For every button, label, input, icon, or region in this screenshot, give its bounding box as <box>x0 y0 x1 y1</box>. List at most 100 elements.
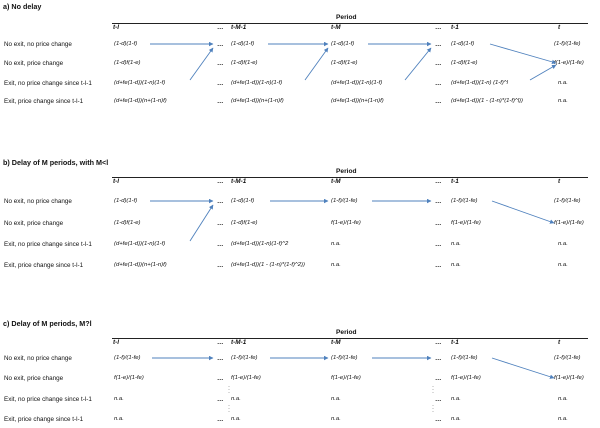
col-header-ellipsis: … <box>217 178 224 185</box>
table-cell: n.a. <box>451 262 461 268</box>
ellipsis-cell: … <box>217 60 224 67</box>
ellipsis-cell: … <box>217 262 224 269</box>
table-cell: n.a. <box>558 262 568 268</box>
ellipsis-cell: … <box>217 41 224 48</box>
col-header-t-M-1: t-M-1 <box>231 178 247 185</box>
table-cell: (d+fe(1-d))(n+(1-n)f) <box>331 98 384 104</box>
section-title: b) Delay of M periods, with M<l <box>3 158 109 167</box>
table-cell: (1-f)/(1-fe) <box>331 355 358 361</box>
vertical-ellipsis: ··· <box>228 403 230 415</box>
table-cell: (1-d)f(1-e) <box>231 220 258 226</box>
table-cell: (1-d)(1-f) <box>231 198 255 204</box>
ellipsis-cell: … <box>435 262 442 269</box>
table-cell: (1-d)(1-f) <box>451 41 475 47</box>
table-cell: n.a. <box>558 241 568 247</box>
table-cell: (1-d)f(1-e) <box>451 60 478 66</box>
arrow-a-diag-1 <box>189 47 214 81</box>
table-cell: (d+fe(1-d))(1-n)(1-f) <box>331 80 383 86</box>
col-header-t-1: t-1 <box>451 178 459 185</box>
table-cell: (d+fe(1-d))(1-n)(1-f) <box>114 80 166 86</box>
table-cell: (1-d)f(1-e) <box>114 220 141 226</box>
table-cell: (d+fe(1-d))(1 - (1-n)*(1-f)^2)) <box>231 262 305 268</box>
table-cell: (d+fe(1-d))(1-n)(1-f) <box>114 241 166 247</box>
col-header-ellipsis: … <box>217 339 224 346</box>
table-cell: (1-d)f(1-e) <box>331 60 358 66</box>
section-title: a) No delay <box>3 2 42 11</box>
arrow-a-diag-2 <box>304 47 329 81</box>
row-label: No exit, price change <box>4 60 64 67</box>
table-cell: f(1-e)/(1-fe) <box>331 220 361 226</box>
ellipsis-cell: … <box>217 80 224 87</box>
col-header-t-l: t-l <box>113 178 120 185</box>
table-cell: f(1-e)/(1-fe) <box>231 375 261 381</box>
ellipsis-cell: … <box>217 375 224 382</box>
row-label: Exit, price change since t-l-1 <box>4 98 84 105</box>
row-label: Exit, no price change since t-l-1 <box>4 80 92 87</box>
ellipsis-cell: … <box>217 198 224 205</box>
header-rule <box>112 338 588 339</box>
ellipsis-cell: … <box>217 396 224 403</box>
col-header-t-l: t-l <box>113 24 120 31</box>
table-cell: n.a. <box>331 416 341 422</box>
col-header-t-1: t-1 <box>451 24 459 31</box>
table-cell: (1-d)f(1-e) <box>231 60 258 66</box>
table-cell: n.a. <box>451 396 461 402</box>
table-cell: (d+fe(1-d))(n+(1-n)f) <box>114 98 167 104</box>
table-cell: f(1-e)/(1-fe) <box>554 220 584 226</box>
table-cell: n.a. <box>558 98 568 104</box>
table-cell: (1-f)/(1-fe) <box>451 355 478 361</box>
col-header-t: t <box>558 24 561 31</box>
ellipsis-cell: … <box>435 60 442 67</box>
row-label: No exit, price change <box>4 375 64 382</box>
table-cell: n.a. <box>558 396 568 402</box>
row-label: No exit, price change <box>4 220 64 227</box>
table-cell: n.a. <box>331 241 341 247</box>
table-cell: (d+fe(1-d))(1-n)(1-f) <box>231 80 283 86</box>
table-cell: n.a. <box>231 396 241 402</box>
ellipsis-cell: … <box>217 241 224 248</box>
table-cell: (1-d)(1-f) <box>114 41 138 47</box>
ellipsis-cell: … <box>217 220 224 227</box>
table-cell: (1-f)/(1-fe) <box>114 355 141 361</box>
table-cell: (d+fe(1-d))(n+(1-n)f) <box>231 98 284 104</box>
table-cell: f(1-e)/(1-fe) <box>554 60 584 66</box>
table-cell: n.a. <box>114 396 124 402</box>
row-label: No exit, no price change <box>4 198 72 205</box>
ellipsis-cell: … <box>435 375 442 382</box>
col-header-t: t <box>558 178 561 185</box>
ellipsis-cell: … <box>435 41 442 48</box>
arrow-b-row0-4 <box>491 200 555 224</box>
row-label: No exit, no price change <box>4 355 72 362</box>
table-cell: f(1-e)/(1-fe) <box>331 375 361 381</box>
vertical-ellipsis: ··· <box>228 384 230 396</box>
table-cell: n.a. <box>331 262 341 268</box>
table-cell: n.a. <box>451 416 461 422</box>
table-cell: f(1-e)/(1-fe) <box>114 375 144 381</box>
table-cell: (1-d)(1-f) <box>114 198 138 204</box>
col-header-t-M: t-M <box>331 339 341 346</box>
table-cell: n.a. <box>231 416 241 422</box>
ellipsis-cell: … <box>435 396 442 403</box>
arrow-b-diag-1 <box>189 204 214 242</box>
table-cell: n.a. <box>558 80 568 86</box>
col-header-ellipsis: … <box>435 24 442 31</box>
ellipsis-cell: … <box>435 80 442 87</box>
table-cell: f(1-e)/(1-fe) <box>554 375 584 381</box>
ellipsis-cell: … <box>217 98 224 105</box>
col-header-t-M: t-M <box>331 24 341 31</box>
col-header-t-M-1: t-M-1 <box>231 339 247 346</box>
arrow-a-diag-4 <box>529 64 557 81</box>
col-header-ellipsis: … <box>435 178 442 185</box>
vertical-ellipsis: ··· <box>432 403 434 415</box>
table-cell: (1-f)/(1-fe) <box>331 198 358 204</box>
ellipsis-cell: … <box>217 416 224 423</box>
header-rule <box>112 177 588 178</box>
table-cell: (1-f)/(1-fe) <box>451 198 478 204</box>
table-cell: n.a. <box>558 416 568 422</box>
table-cell: (d+fe(1-d))(1-n) (1-f)^l <box>451 80 508 86</box>
ellipsis-cell: … <box>435 416 442 423</box>
period-label: Period <box>336 329 357 336</box>
section-title: c) Delay of M periods, M?l <box>3 319 92 328</box>
col-header-ellipsis: … <box>217 24 224 31</box>
arrow-c-row0-4 <box>491 357 555 379</box>
